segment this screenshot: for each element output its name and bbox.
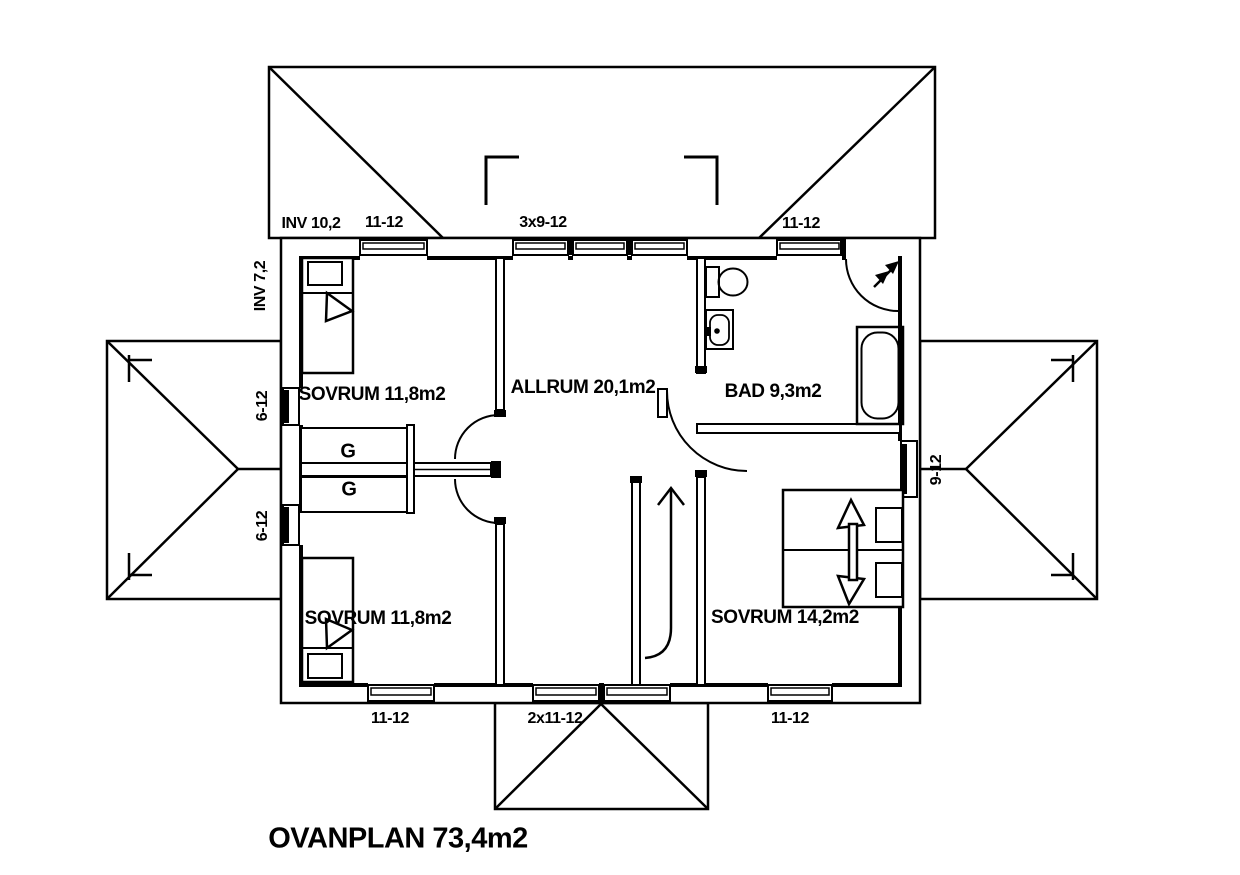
room-label-sovrum-nw: SOVRUM 11,8m2	[298, 384, 446, 405]
window-left-upper-6-12	[282, 387, 300, 426]
door-arc-bedroom-sw	[454, 478, 500, 524]
window-label-top-center: 3x9-12	[519, 214, 567, 231]
doors	[454, 258, 899, 524]
bed-icon-se	[781, 488, 905, 609]
bathtub-icon	[855, 325, 905, 426]
bed-icon-nw	[300, 256, 355, 375]
wardrobe-label-2: G	[341, 478, 357, 501]
roof-left-wing	[105, 339, 283, 601]
window-label-left-lower: 6-12	[254, 510, 271, 542]
attic-label-left: INV 7,2	[252, 260, 269, 312]
window-right-9-12	[900, 440, 918, 498]
window-symbols	[282, 239, 918, 702]
attic-label-top: INV 10,2	[281, 215, 341, 232]
roof-top-wing	[267, 65, 937, 240]
window-label-right: 9-12	[928, 454, 945, 486]
room-label-allrum: ALLRUM 20,1m2	[510, 377, 656, 398]
roof-right-wing	[918, 339, 1099, 601]
room-label-sovrum-se: SOVRUM 14,2m2	[711, 607, 859, 628]
bed-icon-sw	[300, 556, 355, 684]
wardrobe-cabinets	[300, 424, 415, 514]
window-label-top-left: 11-12	[364, 214, 404, 231]
door-arc-bedroom-nw	[454, 414, 500, 460]
door-arc-attic-hatch	[845, 258, 899, 312]
window-top-right-11-12	[776, 239, 846, 256]
window-label-left-upper: 6-12	[254, 390, 271, 422]
window-bottom-right-11-12	[767, 684, 833, 702]
stairs-icon	[644, 485, 685, 660]
window-label-bottom-center: 2x11-12	[527, 710, 583, 727]
window-top-left-11-12	[359, 239, 428, 256]
toilet-icon	[705, 266, 749, 298]
interior-walls	[300, 257, 901, 686]
attic-direction-arrow-icon	[873, 261, 899, 288]
window-label-bottom-left: 11-12	[370, 710, 410, 727]
window-left-lower-6-12	[282, 504, 300, 546]
wardrobe-label-1: G	[340, 440, 356, 463]
door-arc-bathroom	[657, 388, 748, 472]
window-label-bottom-right: 11-12	[770, 710, 810, 727]
room-label-sovrum-sw: SOVRUM 11,8m2	[304, 608, 452, 629]
plan-title: OVANPLAN 73,4m2	[268, 822, 528, 855]
window-label-top-right: 11-12	[781, 215, 821, 232]
room-label-bad: BAD 9,3m2	[724, 381, 822, 402]
window-top-center-3x9-12	[512, 239, 688, 256]
window-bottom-left-11-12	[367, 684, 435, 702]
sink-icon	[705, 309, 734, 350]
